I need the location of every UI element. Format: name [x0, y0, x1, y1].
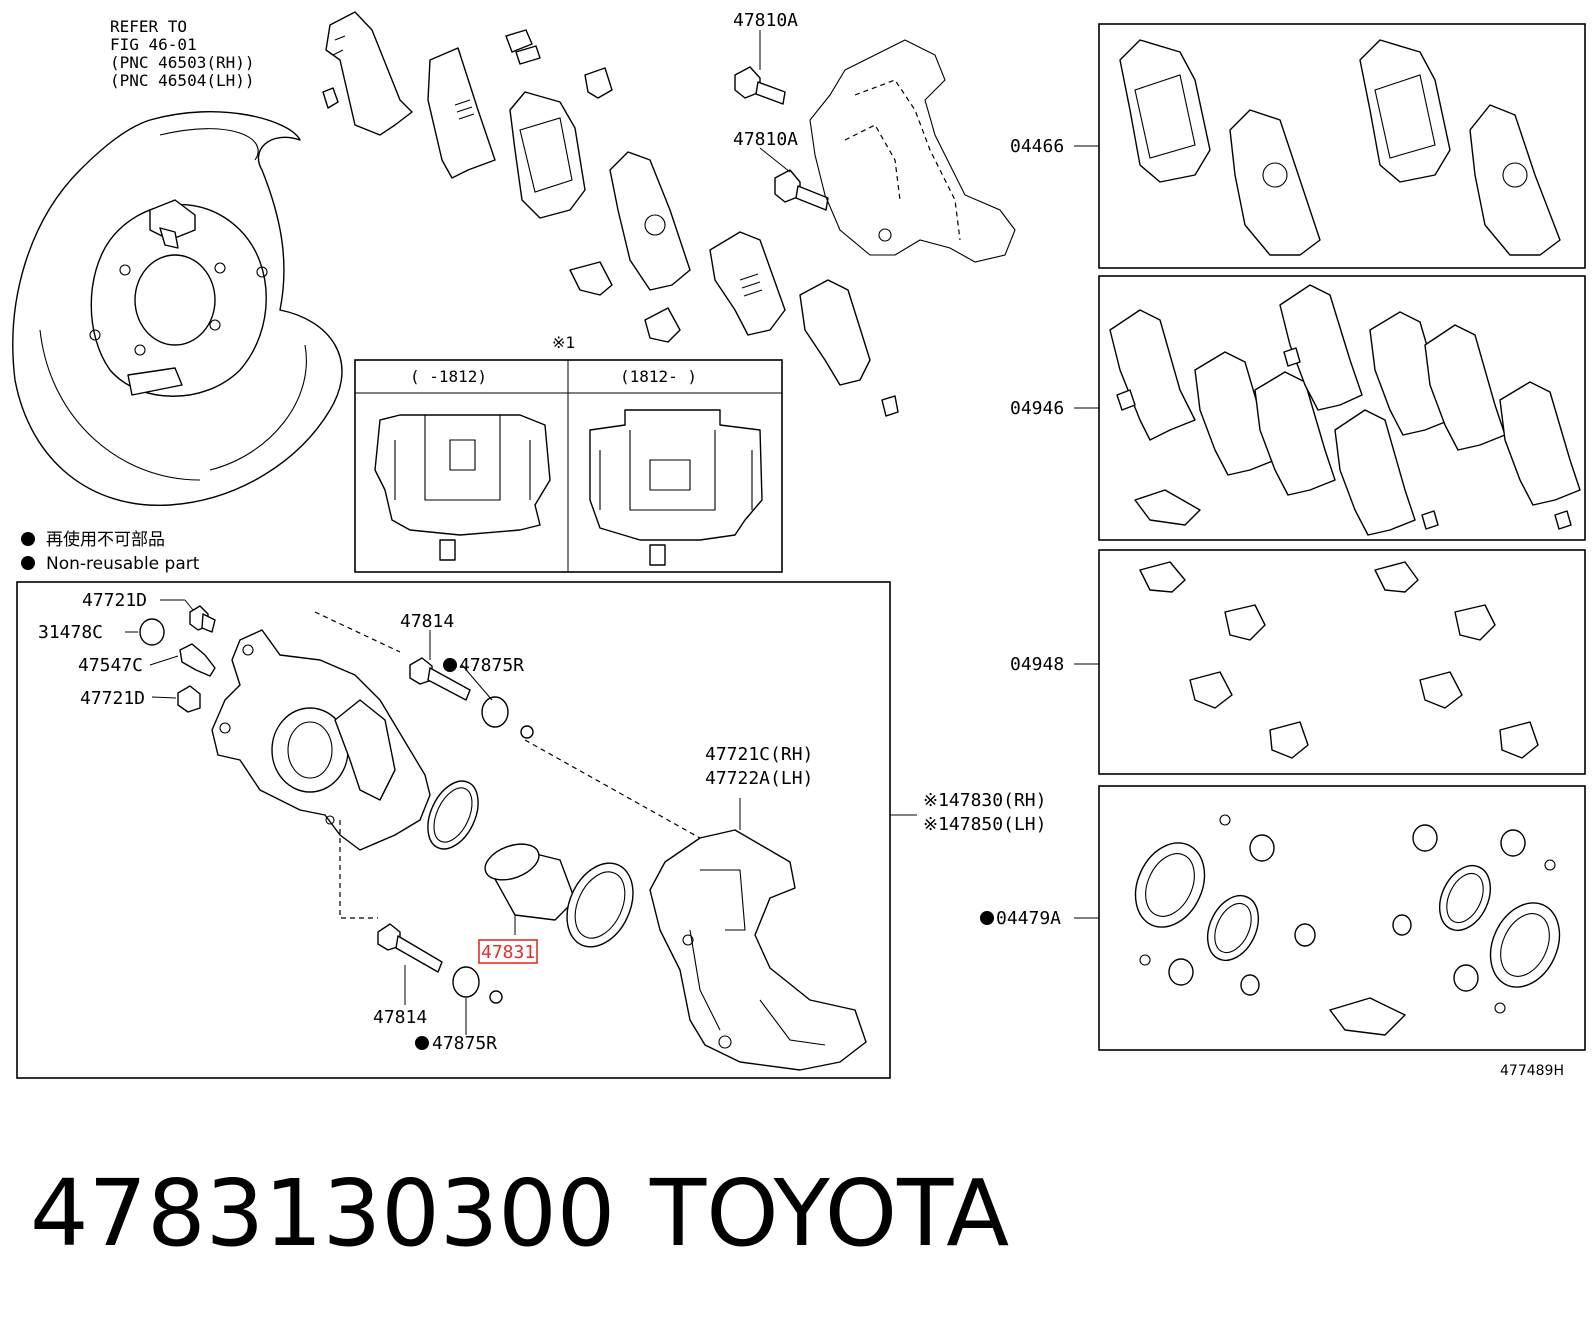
part-labels: 47810A 47810A 47721D 31478C 47547C 47721…	[38, 10, 1046, 1054]
label-47831-highlighted[interactable]: 47831	[481, 942, 535, 963]
non-reusable-dot-icon	[415, 1036, 429, 1050]
footer-brand: TOYOTA	[649, 1160, 1009, 1267]
caliper-assembly-frame	[16, 581, 891, 1079]
kit-04466: 04466	[1010, 23, 1586, 269]
inset-left-title: ( -1812)	[410, 367, 487, 386]
label-04479A[interactable]: 04479A	[996, 908, 1061, 929]
label-47547C[interactable]: 47547C	[78, 655, 143, 676]
label-04466[interactable]: 04466	[1010, 136, 1064, 157]
legend-jp: 再使用不可部品	[46, 529, 165, 550]
inset-variants: ※1 ( -1812) (1812- )	[354, 333, 783, 573]
label-47850[interactable]: ※147850(LH)	[923, 814, 1046, 835]
inset-right-title: (1812- )	[620, 367, 697, 386]
non-reusable-dot-icon	[21, 532, 35, 546]
label-31478C[interactable]: 31478C	[38, 622, 103, 643]
legend: 再使用不可部品 Non-reusable part	[21, 529, 200, 574]
refer-line-2: FIG 46-01	[110, 35, 197, 54]
label-47814-bottom[interactable]: 47814	[373, 1007, 427, 1028]
kit-04946: 04946	[1010, 275, 1586, 541]
label-04948[interactable]: 04948	[1010, 654, 1064, 675]
label-47810A-mid[interactable]: 47810A	[733, 129, 798, 150]
refer-line-3: (PNC 46503(RH))	[110, 53, 255, 72]
label-47875R-top[interactable]: 47875R	[459, 655, 524, 676]
kit-04948: 04948	[1010, 549, 1586, 775]
backing-plate-drawing	[12, 111, 343, 506]
label-47721D-b[interactable]: 47721D	[80, 688, 145, 709]
label-47810A-top[interactable]: 47810A	[733, 10, 798, 31]
kit-04479A: 04479A	[980, 785, 1586, 1051]
caliper-assembly-drawing	[125, 599, 917, 1071]
bolts-drawing	[734, 30, 829, 211]
top-caliper-drawing	[809, 39, 1016, 263]
kit-04948-frame	[1098, 549, 1586, 775]
non-reusable-dot-icon	[443, 658, 457, 672]
top-pads-drawing	[322, 11, 899, 417]
refer-line-4: (PNC 46504(LH))	[110, 71, 255, 90]
non-reusable-dot-icon	[980, 911, 994, 925]
label-47830[interactable]: ※147830(RH)	[923, 790, 1046, 811]
footer: 4783130300 TOYOTA	[30, 1160, 1009, 1267]
label-47721C[interactable]: 47721C(RH)	[705, 744, 813, 765]
label-47722A[interactable]: 47722A(LH)	[705, 768, 813, 789]
label-47814-top[interactable]: 47814	[400, 611, 454, 632]
highlight-box	[478, 939, 538, 964]
refer-note: REFER TO FIG 46-01 (PNC 46503(RH)) (PNC …	[110, 17, 255, 90]
label-47721D-a[interactable]: 47721D	[82, 590, 147, 611]
non-reusable-dot-icon	[21, 556, 35, 570]
label-47875R-bottom[interactable]: 47875R	[432, 1033, 497, 1054]
refer-line-1: REFER TO	[110, 17, 187, 36]
legend-en: Non-reusable part	[46, 554, 200, 574]
inset-marker: ※1	[552, 333, 575, 352]
footer-part-number: 4783130300	[30, 1160, 615, 1267]
label-04946[interactable]: 04946	[1010, 398, 1064, 419]
figure-id: 477489H	[1500, 1063, 1564, 1079]
